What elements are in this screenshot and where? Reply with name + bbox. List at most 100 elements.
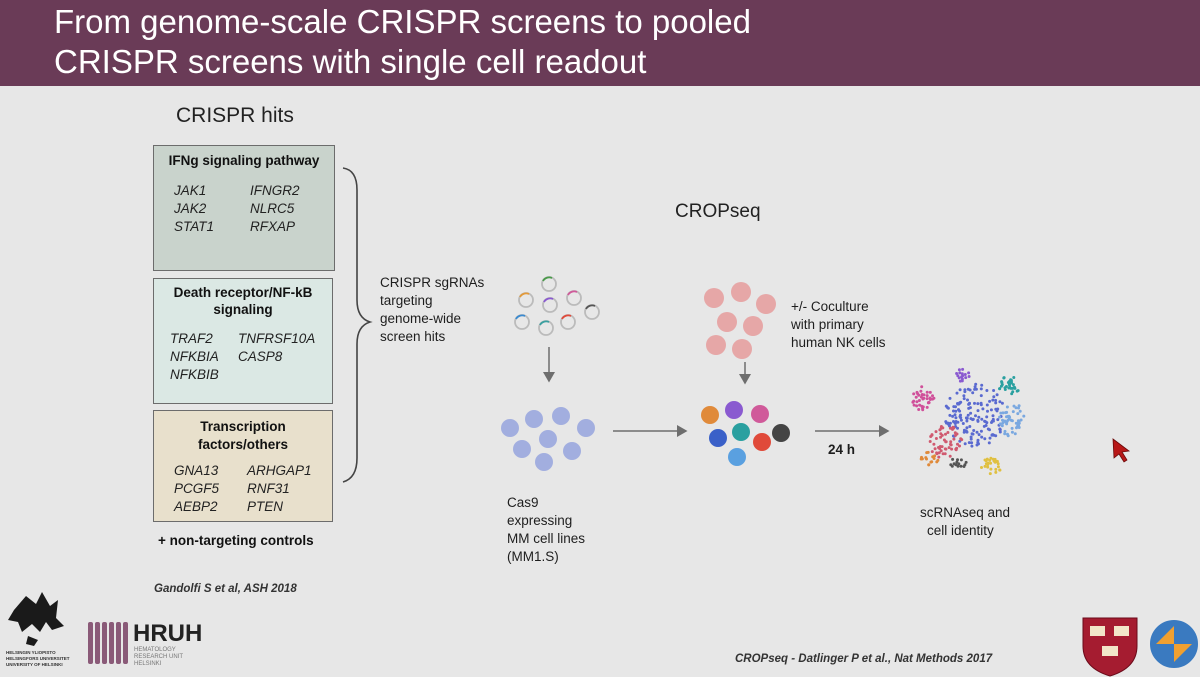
crispr-hits-heading: CRISPR hits	[176, 104, 294, 127]
cluster-point	[998, 387, 1002, 391]
scrnaseq-cluster-plot	[911, 367, 1026, 476]
cluster-point	[983, 419, 987, 423]
cluster-point	[935, 460, 939, 464]
cluster-point	[998, 415, 1002, 419]
gene-aebp2: AEBP2	[174, 499, 218, 514]
ifng-pathway-title: IFNg signaling pathway	[168, 153, 320, 168]
cluster-point	[930, 433, 934, 437]
cluster-point	[955, 391, 959, 395]
cluster-point	[955, 460, 959, 464]
cluster-point	[1022, 414, 1026, 418]
cluster-point	[1000, 380, 1004, 384]
cluster-point	[973, 387, 977, 391]
cluster-point	[959, 464, 963, 468]
helsinki-logo-caption-1: HELSINGIN YLIOPISTO	[6, 650, 56, 655]
cluster-point	[1011, 410, 1015, 414]
cluster-point	[925, 397, 929, 401]
cluster-point	[969, 411, 973, 415]
cluster-point	[991, 398, 995, 402]
cluster-point	[920, 385, 924, 389]
cluster-point	[963, 442, 967, 446]
cluster-point	[963, 463, 967, 467]
cluster-point	[1001, 418, 1004, 422]
cluster-point	[951, 457, 955, 461]
cluster-point	[937, 455, 941, 459]
cluster-point	[996, 462, 1000, 466]
sgrna-label-3: genome-wide	[380, 311, 462, 326]
gene-nfkbib: NFKBIB	[170, 367, 219, 382]
cluster-point	[918, 403, 922, 407]
cluster-point	[955, 432, 959, 436]
cursor-arrow-icon	[1112, 438, 1131, 463]
cluster-point	[925, 451, 929, 455]
cluster-point	[976, 418, 980, 422]
cluster-point	[952, 420, 955, 423]
cluster-point	[954, 463, 958, 467]
cas9-label-3: MM cell lines	[507, 531, 586, 546]
cluster-point	[917, 393, 921, 397]
cluster-point	[996, 407, 1000, 411]
cluster-point	[925, 405, 929, 409]
cluster-point	[1014, 406, 1018, 410]
cluster-point	[998, 427, 1002, 431]
cluster-point	[917, 399, 921, 402]
cluster-point	[933, 454, 937, 458]
cropseq-heading: CROPseq	[675, 201, 761, 222]
cluster-point	[933, 447, 937, 451]
cluster-point	[949, 442, 952, 446]
hruh-subtitle-3: HELSINKI	[134, 661, 162, 667]
cluster-point	[998, 430, 1002, 434]
cluster-point	[920, 404, 924, 408]
cluster-point	[956, 458, 959, 462]
title-line-1: From genome-scale CRISPR screens to pool…	[54, 3, 751, 40]
cluster-point	[959, 400, 963, 404]
cluster-point	[960, 372, 964, 376]
cluster-point	[969, 417, 973, 421]
cluster-point	[955, 372, 959, 375]
cluster-point	[957, 376, 961, 380]
cluster-point	[948, 454, 952, 458]
cluster-point	[982, 424, 986, 428]
university-of-helsinki-logo	[8, 592, 64, 646]
cluster-point	[992, 395, 996, 399]
cluster-point	[954, 448, 958, 452]
cluster-point	[1013, 432, 1017, 436]
cluster-point	[956, 420, 960, 424]
cluster-point	[989, 467, 993, 471]
cluster-point	[983, 464, 987, 468]
cluster-point	[952, 405, 956, 409]
time-label-24h: 24 h	[828, 442, 856, 457]
gene-stat1: STAT1	[174, 219, 215, 234]
cluster-point	[958, 388, 962, 392]
cluster-point	[994, 434, 998, 438]
gene-arhgap1: ARHGAP1	[247, 463, 312, 478]
cas9-label-1: Cas9	[507, 495, 539, 510]
sgrna-label-2: targeting	[380, 293, 433, 308]
cluster-point	[1000, 401, 1004, 405]
gene-jak1: JAK1	[174, 183, 207, 198]
gene-jak2: JAK2	[174, 201, 207, 216]
cluster-point	[915, 390, 919, 394]
cluster-point	[962, 394, 966, 398]
cluster-point	[939, 449, 943, 453]
cluster-point	[986, 461, 990, 465]
cluster-point	[960, 375, 964, 379]
cluster-point	[1004, 411, 1008, 415]
cluster-point	[958, 444, 961, 448]
cluster-point	[1005, 422, 1009, 426]
cluster-point	[957, 368, 961, 372]
cluster-point	[1012, 404, 1016, 408]
cluster-point	[1001, 421, 1005, 425]
cluster-point	[999, 411, 1003, 415]
cluster-point	[1003, 429, 1007, 433]
cluster-point	[1000, 424, 1004, 428]
cluster-point	[989, 461, 993, 465]
cluster-point	[988, 399, 992, 403]
cluster-point	[988, 472, 992, 476]
cluster-point	[973, 401, 976, 405]
nk-cells	[704, 282, 776, 359]
hruh-subtitle-1: HEMATOLOGY	[134, 647, 176, 653]
cluster-point	[924, 456, 928, 460]
cluster-point	[1016, 419, 1020, 423]
